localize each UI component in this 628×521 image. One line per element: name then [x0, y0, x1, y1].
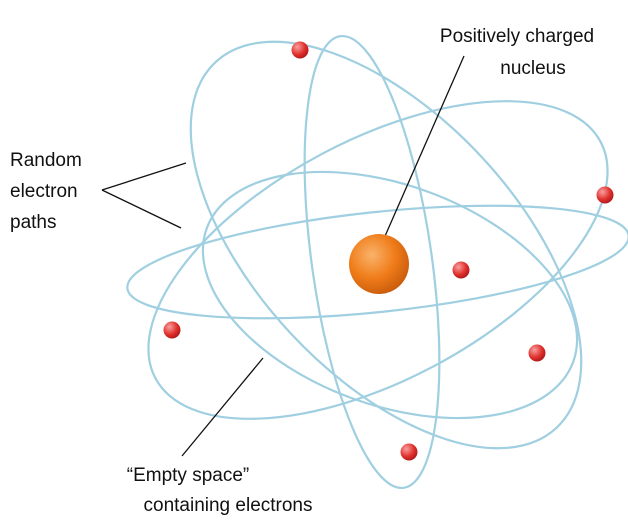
- nucleus-label-line2: nucleus: [500, 58, 566, 79]
- nucleus: [349, 234, 409, 294]
- paths-leader-line-lower: [101, 189, 182, 229]
- space-label-line2: containing electrons: [144, 495, 313, 516]
- orbit-2: [147, 100, 609, 420]
- paths-label-line2: electron: [10, 181, 78, 202]
- space-label-line1: “Empty space”: [127, 465, 249, 486]
- leader-lines: [101, 55, 465, 457]
- nucleus-label-line1: Positively charged: [440, 26, 594, 47]
- orbits: [126, 34, 628, 490]
- labels: Positively charged nucleus Random electr…: [10, 26, 594, 516]
- nucleus-leader-line: [381, 55, 465, 244]
- electron: [163, 321, 181, 339]
- orbit-5: [303, 34, 441, 490]
- electrons: [163, 41, 614, 461]
- paths-leader-line-upper: [101, 162, 187, 191]
- paths-label-line3: paths: [10, 212, 56, 233]
- paths-label-line1: Random: [10, 150, 82, 171]
- space-leader-line: [181, 357, 264, 457]
- electron: [291, 41, 309, 59]
- electron: [452, 261, 470, 279]
- electron: [528, 344, 546, 362]
- electron: [596, 186, 614, 204]
- electron: [400, 443, 418, 461]
- orbit-1: [189, 40, 583, 450]
- orbit-4: [201, 170, 579, 420]
- orbit-3: [126, 204, 628, 320]
